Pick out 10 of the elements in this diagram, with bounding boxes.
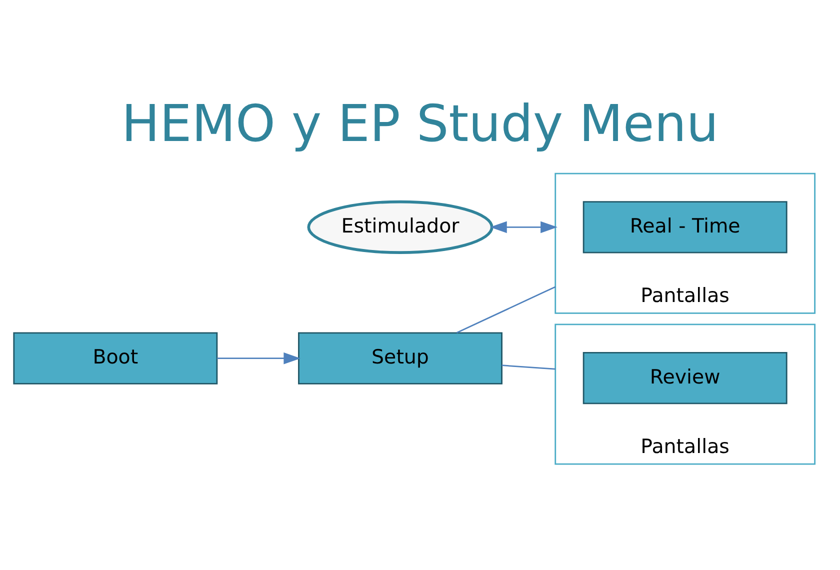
- node-box: Real - Time: [582, 201, 788, 254]
- node-box: Setup: [298, 332, 502, 384]
- diagram-title: HEMO y EP Study Menu: [121, 94, 719, 153]
- node-box: Boot: [13, 332, 218, 384]
- connector: [456, 286, 556, 334]
- arrow: [490, 221, 558, 234]
- node-ellipse: Estimulador: [307, 200, 494, 254]
- connector: [502, 364, 556, 370]
- node-box: Review: [582, 352, 788, 404]
- arrow: [217, 352, 301, 364]
